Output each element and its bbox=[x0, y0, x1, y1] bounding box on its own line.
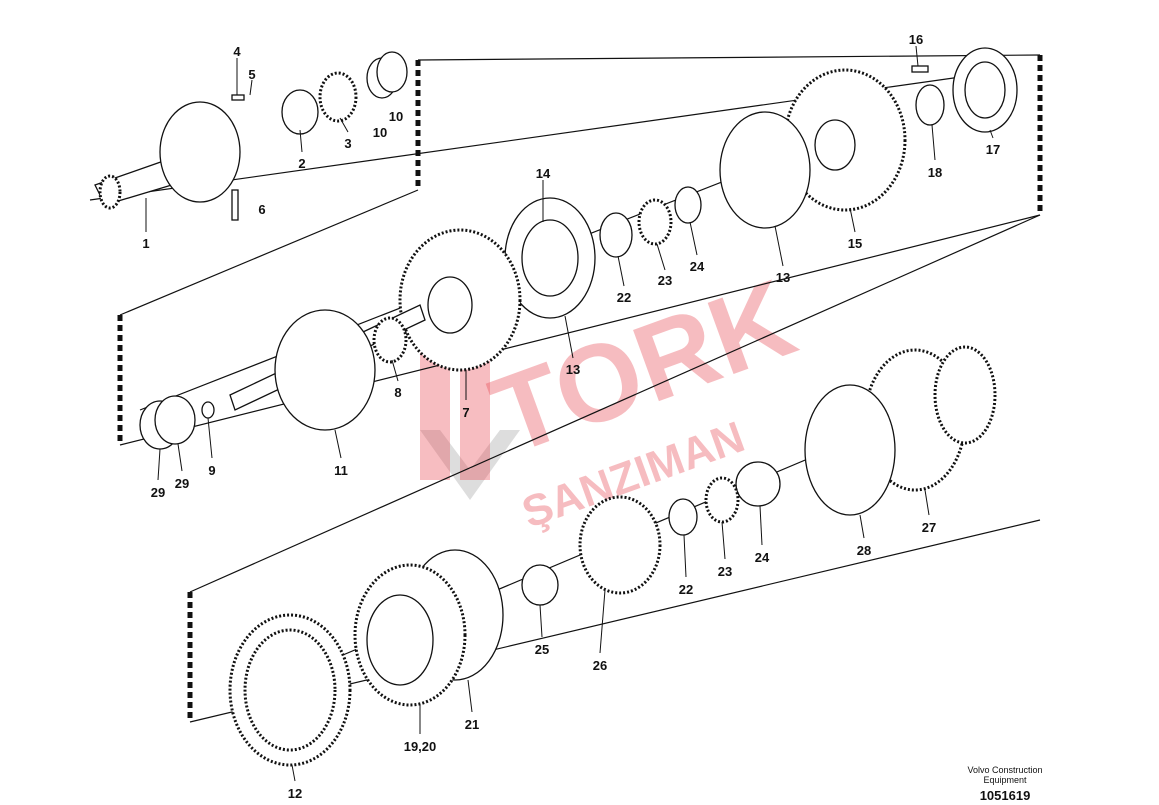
part-label: 5 bbox=[248, 67, 255, 82]
part-label: 6 bbox=[258, 202, 265, 217]
figure-number: 1051619 bbox=[979, 788, 1031, 803]
part-label: 17 bbox=[986, 142, 1000, 157]
part-label: 2 bbox=[298, 156, 305, 171]
part-label: 26 bbox=[593, 658, 607, 673]
part-label: 29 bbox=[151, 485, 165, 500]
part-label: 10 bbox=[373, 125, 387, 140]
caption-line-1: Volvo Construction bbox=[967, 765, 1043, 775]
part-label: 21 bbox=[465, 717, 479, 732]
part-label: 8 bbox=[394, 385, 401, 400]
part-label: 9 bbox=[208, 463, 215, 478]
part-label: 15 bbox=[848, 236, 862, 251]
part-label: 24 bbox=[755, 550, 770, 565]
part-label: 23 bbox=[658, 273, 672, 288]
leader-lines bbox=[145, 45, 994, 782]
part-label: 24 bbox=[690, 259, 705, 274]
part-label: 3 bbox=[344, 136, 351, 151]
part-label: 13 bbox=[566, 362, 580, 377]
part-label: 12 bbox=[288, 786, 302, 801]
caption-line-2: Equipment bbox=[983, 775, 1027, 785]
figure-caption: Volvo Construction Equipment 1051619 bbox=[950, 765, 1060, 803]
part-label: 27 bbox=[922, 520, 936, 535]
parts bbox=[94, 47, 1018, 767]
part-label: 13 bbox=[776, 270, 790, 285]
part-label: 22 bbox=[679, 582, 693, 597]
part-label: 19,20 bbox=[404, 739, 437, 754]
part-labels: 1 2 3 4 5 6 10 10 16 17 18 15 13 14 22 2… bbox=[142, 32, 1000, 801]
part-label: 11 bbox=[334, 463, 348, 478]
part-label: 18 bbox=[928, 165, 942, 180]
part-label: 7 bbox=[462, 405, 469, 420]
part-label: 22 bbox=[617, 290, 631, 305]
part-label: 25 bbox=[535, 642, 549, 657]
part-label: 4 bbox=[233, 44, 241, 59]
part-label: 23 bbox=[718, 564, 732, 579]
part-label: 28 bbox=[857, 543, 871, 558]
part-label: 1 bbox=[142, 236, 149, 251]
part-label: 14 bbox=[536, 166, 551, 181]
part-label: 10 bbox=[389, 109, 403, 124]
part-label: 16 bbox=[909, 32, 923, 47]
part-label: 29 bbox=[175, 476, 189, 491]
